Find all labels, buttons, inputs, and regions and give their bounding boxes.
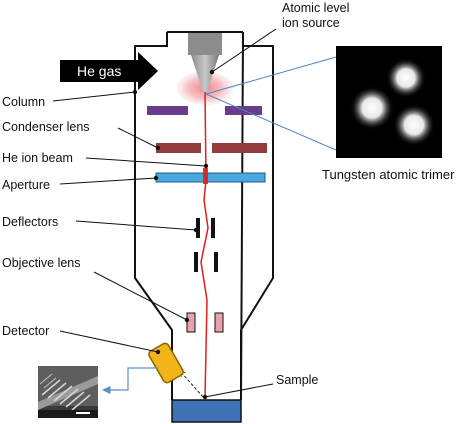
detector-label: Detector xyxy=(2,324,49,338)
sem-image-thumbnail xyxy=(38,366,98,418)
aperture-label: Aperture xyxy=(2,178,50,192)
aperture-plate xyxy=(155,172,266,183)
sample-label: Sample xyxy=(276,373,318,387)
deflector-upper-left xyxy=(196,218,200,238)
leader-dots xyxy=(132,69,215,400)
condenser-lens-right xyxy=(212,143,267,153)
beam-through-aperture xyxy=(203,168,208,184)
tungsten-trimer-image xyxy=(336,46,442,158)
deflector-lower-right xyxy=(214,252,218,272)
objective-lens-label: Objective lens xyxy=(2,256,81,270)
zoom-line-bottom xyxy=(205,93,337,151)
sample-stage xyxy=(171,399,242,423)
ion-source-tip xyxy=(191,55,219,95)
condenser-lens-left xyxy=(156,143,201,153)
column-label: Column xyxy=(2,95,45,109)
deflector-lower-left xyxy=(194,252,198,272)
condenser-lens-top-left xyxy=(147,106,188,115)
objective-lens-right xyxy=(214,312,224,333)
ion-beam-label: He ion beam xyxy=(2,151,73,165)
source-label-line2: ion source xyxy=(282,16,340,30)
deflectors-label: Deflectors xyxy=(2,215,58,229)
gas-label: He gas xyxy=(77,63,121,79)
detector xyxy=(148,342,184,384)
trimer-label: Tungsten atomic trimer xyxy=(322,167,455,182)
source-label-line1: Atomic level xyxy=(282,1,349,15)
leader-lines xyxy=(52,28,277,398)
secondary-electron-path xyxy=(180,371,204,398)
detector-output-arrow xyxy=(102,367,158,395)
ion-source-holder xyxy=(188,33,222,55)
ion-beam xyxy=(200,91,209,399)
zoom-line-top xyxy=(205,56,337,95)
deflector-upper-right xyxy=(211,218,215,238)
objective-lens-left xyxy=(186,312,196,333)
condenser-lens-label: Condenser lens xyxy=(2,120,90,134)
gas-arrow xyxy=(60,52,158,90)
